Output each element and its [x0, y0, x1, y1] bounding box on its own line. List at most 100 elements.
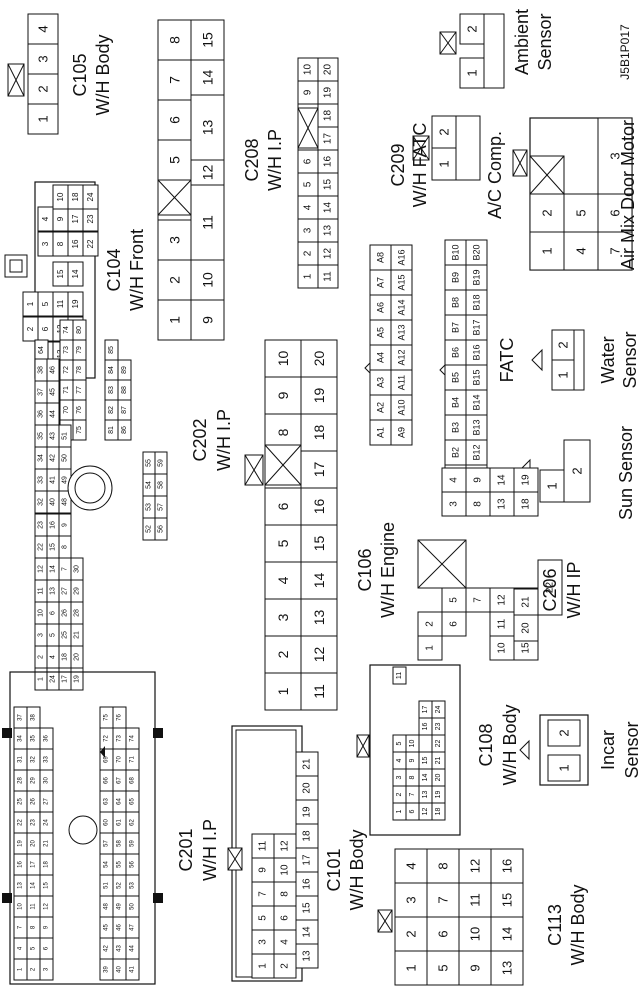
pin-label: 28 [18, 777, 24, 784]
pin-label: 57 [104, 840, 110, 847]
pin-cell [264, 561, 302, 600]
pin-label: 1 [36, 115, 51, 122]
pin-label: 33 [38, 476, 45, 484]
pin-cell [157, 59, 192, 101]
pin-label: 52 [117, 882, 123, 889]
pin-label: B19 [472, 269, 482, 285]
pin-cell [529, 193, 565, 233]
pin-label: 3 [38, 633, 45, 637]
pin-cell [82, 184, 99, 210]
key-triangle-icon [439, 363, 446, 377]
pin-label: B9 [451, 272, 461, 283]
pin-label: 2 [437, 128, 452, 135]
pin-label: 9 [473, 477, 484, 483]
pin-label: 44 [50, 410, 57, 418]
pin-label: 66 [104, 777, 110, 784]
pin-cell [190, 59, 225, 96]
pin-label: 29 [31, 777, 37, 784]
pin-label: B20 [472, 244, 482, 260]
pin-label: 8 [409, 775, 416, 779]
pin-label: 2 [26, 326, 35, 331]
pin-cell [441, 467, 467, 493]
pin-label: 57 [158, 503, 165, 511]
pin-cell [417, 611, 443, 637]
connector-code-c101: C101 [324, 848, 344, 891]
pin-label: 15 [311, 536, 327, 552]
pin-label: 15 [56, 269, 65, 278]
pin-label: 58 [117, 840, 123, 847]
pin-label: 11 [200, 215, 216, 230]
pin-label: 4 [275, 576, 291, 584]
pin-label: 37 [38, 388, 45, 396]
pin-label: 15 [521, 642, 532, 654]
pin-cell [264, 635, 302, 674]
pin-label: 8 [56, 241, 65, 246]
pin-label: 9 [275, 391, 291, 399]
pin-cell [27, 103, 59, 135]
pin-label: 1 [556, 371, 571, 378]
pin-label: 22 [545, 582, 556, 594]
pin-label: 16 [500, 859, 515, 873]
pin-label: 3 [44, 967, 50, 971]
latch-icon [412, 135, 430, 161]
pin-label: 2 [303, 250, 314, 256]
latch-icon [512, 149, 528, 177]
pin-label: 14 [422, 774, 429, 782]
latch-icon [356, 734, 370, 758]
pin-label: 24 [50, 675, 57, 683]
pin-cell [547, 754, 581, 782]
pin-label: A15 [397, 274, 407, 290]
pin-label: 64 [117, 798, 123, 805]
pin-label: 19 [521, 474, 532, 486]
pin-label: 24 [86, 192, 95, 201]
pin-label: 10 [409, 740, 416, 748]
pin-label: 36 [38, 410, 45, 418]
pin-label: B10 [451, 244, 461, 260]
pin-cell [426, 882, 460, 918]
pin-label: 30 [74, 565, 81, 573]
pin-label: 12 [38, 565, 45, 573]
pin-label: B5 [451, 372, 461, 383]
pin-cell [458, 848, 492, 884]
pin-label: 26 [31, 798, 37, 805]
pin-label: 58 [158, 481, 165, 489]
pin-label: 6 [409, 809, 416, 813]
pin-label: 20 [31, 840, 37, 847]
pin-label: A16 [397, 249, 407, 265]
pin-cell [465, 467, 491, 493]
pin-label: 76 [117, 714, 123, 721]
pin-label: 11 [38, 587, 45, 594]
pin-label: 22 [18, 819, 24, 826]
pin-label: 1 [18, 967, 24, 971]
connector-desc-c206: W/H IP [564, 562, 584, 619]
pin-label: 45 [50, 388, 57, 396]
pin-label: 13 [323, 225, 334, 237]
pin-label: 3 [608, 152, 623, 159]
pin-label: 17 [71, 214, 80, 223]
pin-label: 62 [130, 819, 136, 826]
pin-label: B14 [472, 394, 482, 410]
pin-label: 45 [104, 924, 110, 931]
pin-label: 7 [473, 597, 484, 603]
pin-label: 4 [404, 862, 419, 869]
pin-label: 83 [108, 386, 115, 394]
pin-label: 16 [18, 861, 24, 868]
pin-label: 15 [200, 32, 216, 48]
connector-code-c106: C106 [355, 548, 375, 591]
pin-label: 69 [104, 756, 110, 763]
pin-label: 6 [44, 946, 50, 950]
pin-label: 1 [26, 301, 35, 306]
pin-label: 31 [18, 756, 24, 763]
pin-label: 20 [311, 351, 327, 367]
pin-label: 11 [56, 299, 65, 308]
pin-label: 1 [38, 677, 45, 681]
pin-label: 21 [435, 757, 442, 765]
pin-label: 18 [71, 192, 80, 201]
key-triangle-icon [531, 348, 543, 372]
pin-cell [157, 99, 192, 141]
pin-label: 10 [18, 903, 24, 910]
pin-label: 14 [50, 565, 57, 573]
pin-cell [154, 451, 168, 475]
